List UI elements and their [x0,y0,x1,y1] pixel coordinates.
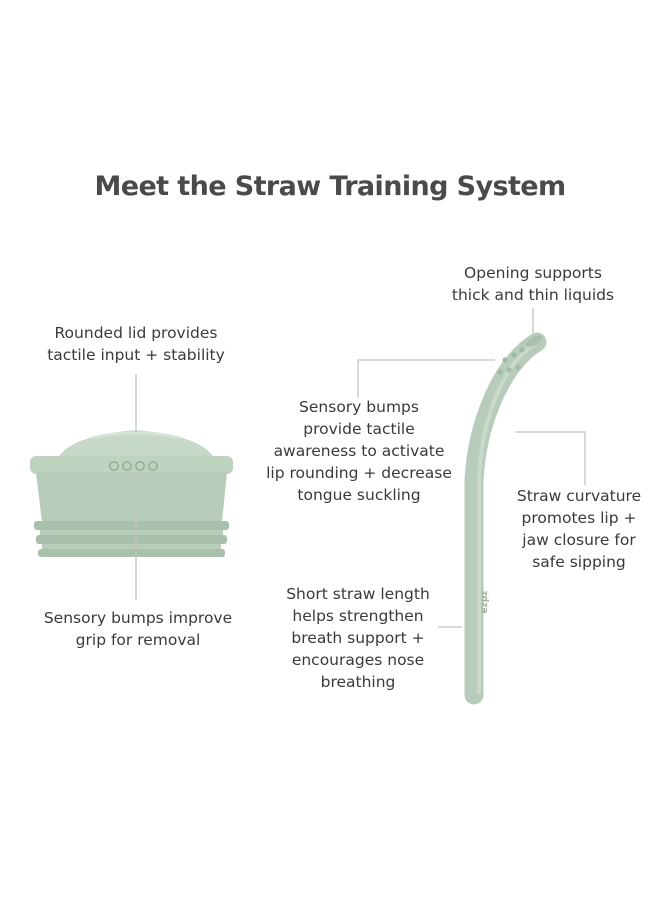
leader-sensory-bumps [357,359,495,398]
leader-curvature [515,431,586,485]
straw-opening [525,335,543,347]
straw-bump [515,364,521,370]
straw-bump [511,352,517,358]
straw-bump [506,367,512,373]
grip-bump [148,461,158,471]
lid-thread [36,535,227,544]
straw-bump [502,357,508,363]
callout-sensory-bumps: Sensory bumps provide tactile awareness … [266,398,452,504]
callout-rounded-lid: Rounded lid provides tactile input + sta… [47,324,225,364]
straw-bump [497,369,503,375]
lid-thread [38,549,225,557]
page-title: Meet the Straw Training System [94,171,566,202]
grip-bump [109,461,119,471]
callout-grip-bumps: Sensory bumps improve grip for removal [43,609,233,649]
callout-straw-length: Short straw length helps strengthen brea… [286,585,430,691]
straw: ezpz [464,332,547,705]
lid-body [36,472,227,522]
callout-opening: Opening supports thick and thin liquids [451,264,615,304]
grip-bump [135,461,145,471]
lid [30,430,233,557]
lid-thread [34,521,229,530]
callout-curvature: Straw curvature promotes lip + jaw closu… [516,487,642,571]
straw-bump [519,347,525,353]
straw-logo-text: ezpz [480,590,490,613]
leader-lines [135,308,586,628]
grip-bump [122,461,132,471]
